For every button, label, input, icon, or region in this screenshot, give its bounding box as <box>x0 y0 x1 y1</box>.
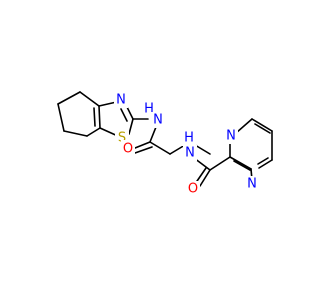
amide2-hydrogen-atom: H <box>184 131 194 146</box>
bond-layer <box>57 91 273 187</box>
pyrazine-nitrogen-1-atom: N <box>226 129 236 144</box>
thiazole-sulfur-atom: S <box>118 131 126 146</box>
bond <box>251 118 273 132</box>
amide2-nitrogen-atom: N <box>185 146 195 161</box>
bond <box>209 156 231 171</box>
bond <box>134 146 153 154</box>
bond <box>235 118 253 134</box>
label-bg <box>183 145 197 161</box>
label-bg <box>224 128 238 144</box>
bond <box>79 91 100 107</box>
bond <box>57 103 65 132</box>
label-bg <box>151 112 165 128</box>
bond <box>254 123 271 134</box>
bond <box>258 159 273 169</box>
thiazole-nitrogen-atom: N <box>116 93 126 108</box>
amide2-oxygen-atom: O <box>188 182 198 197</box>
amide1-hydrogen-atom: H <box>144 102 154 117</box>
bond <box>128 118 134 135</box>
bond <box>93 107 96 127</box>
pyrazine-nitrogen-4-atom: N <box>247 177 257 192</box>
bond <box>229 156 252 170</box>
bond <box>57 91 81 105</box>
molecule-canvas: N S H N O H N O N N <box>57 91 273 197</box>
bond <box>257 157 269 165</box>
bond <box>199 169 211 187</box>
bond <box>86 127 101 137</box>
label-bg <box>186 181 200 197</box>
bond <box>63 130 88 137</box>
amide1-nitrogen-atom: N <box>153 113 163 128</box>
label-bg <box>121 140 135 156</box>
label-bg <box>245 176 259 192</box>
bond <box>98 105 101 129</box>
molecule-structure: N S H N O H N O N N <box>57 91 273 197</box>
label-bg <box>182 130 196 146</box>
bond <box>149 141 171 155</box>
amide1-oxygen-atom: O <box>123 142 133 157</box>
label-bg <box>114 92 128 108</box>
bond <box>120 108 128 122</box>
bond <box>134 141 151 149</box>
atom-layer: N S H N O H N O N N <box>114 92 259 197</box>
bond <box>233 160 251 171</box>
